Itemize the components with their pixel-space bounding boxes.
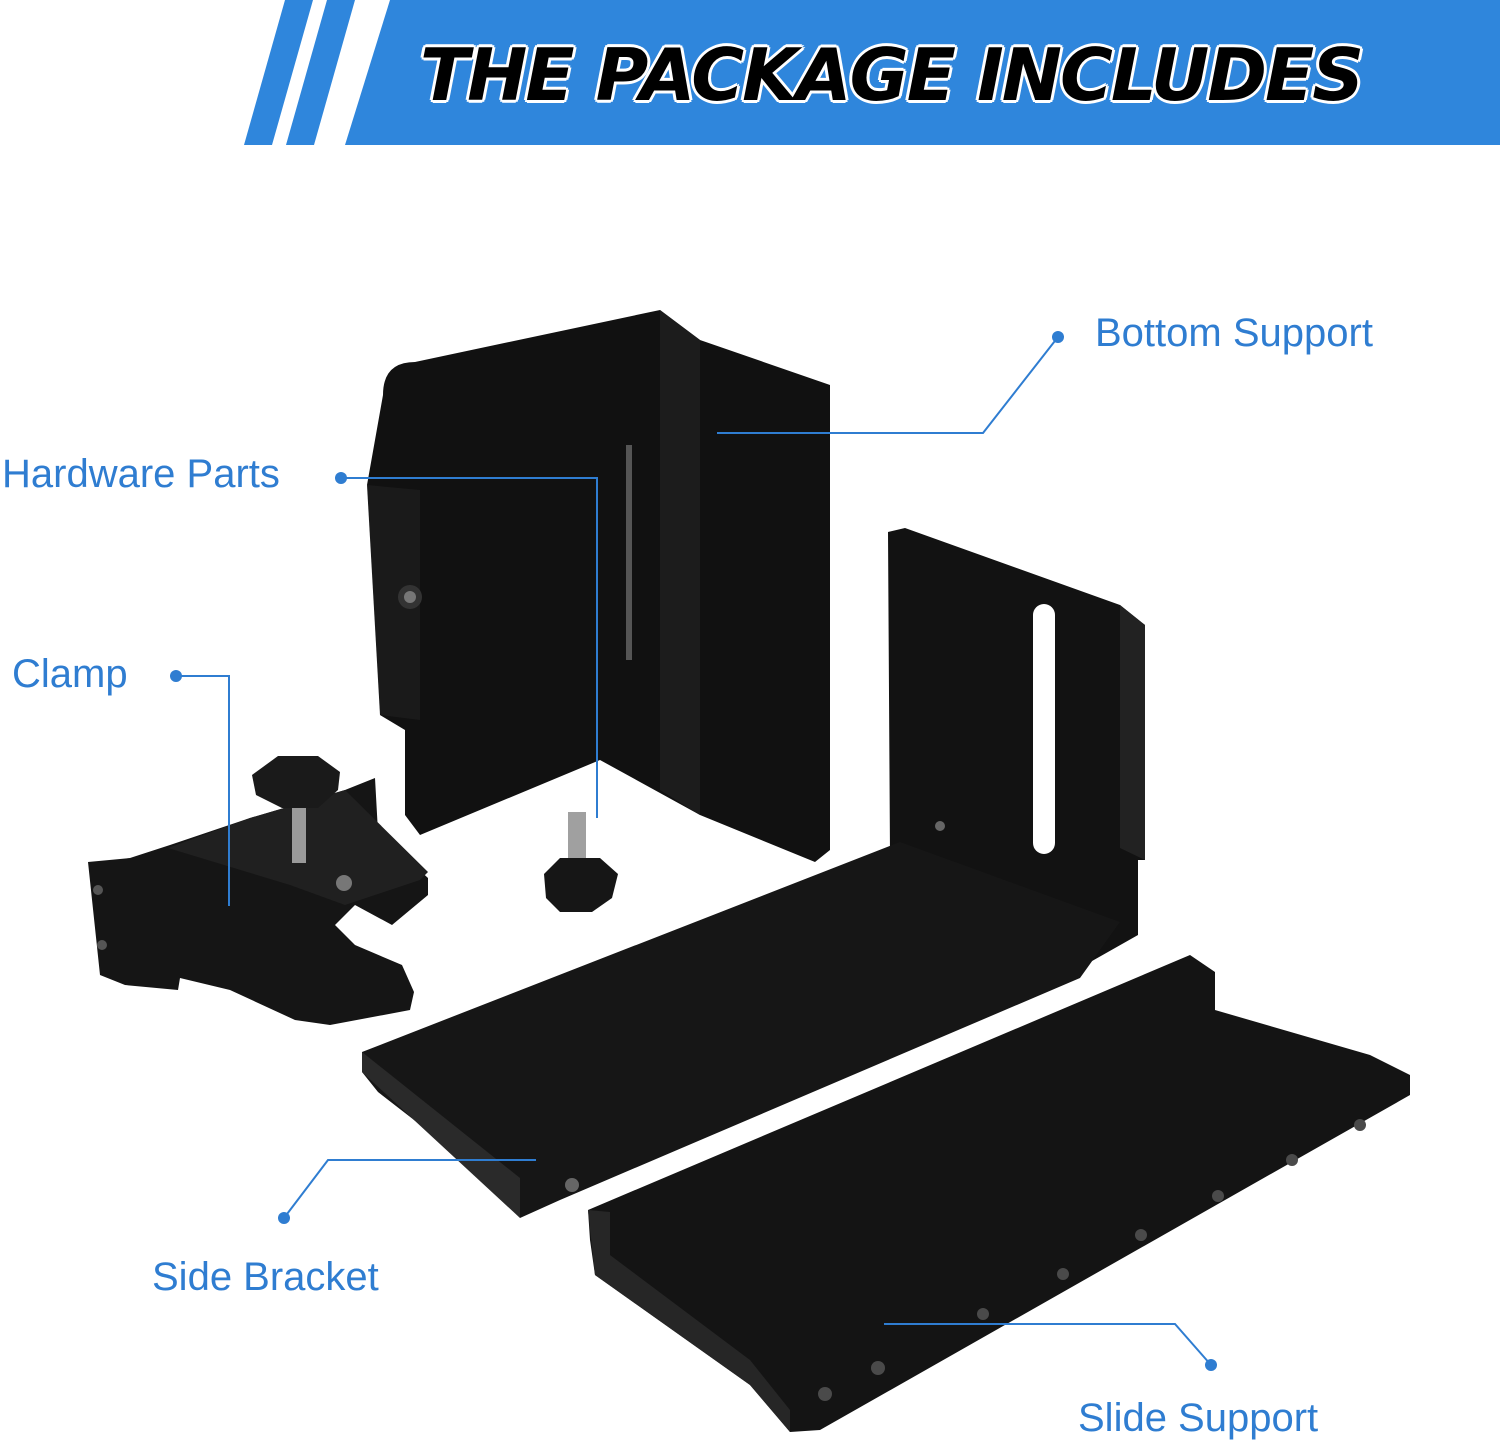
bottom-support-label: Bottom Support	[1095, 311, 1373, 355]
hardware-parts-dot	[335, 472, 347, 484]
slide-support-label: Slide Support	[1078, 1396, 1319, 1440]
callout-lines	[176, 336, 1212, 1366]
clamp-label: Clamp	[12, 652, 128, 696]
clamp-part	[88, 756, 428, 1025]
hardware-parts-leader	[341, 477, 598, 818]
side-bracket-upright-part	[888, 528, 1145, 965]
page-title: THE PACKAGE INCLUDES	[420, 33, 1364, 117]
slide-support-part	[588, 955, 1410, 1432]
clamp-dot	[170, 670, 182, 682]
callout-dots	[170, 331, 1217, 1371]
bottom-support-dot	[1052, 331, 1064, 343]
clamp-leader	[176, 675, 230, 906]
hardware-parts-label: Hardware Parts	[2, 452, 280, 496]
slide-support-leader	[884, 1323, 1212, 1366]
side-bracket-leader	[283, 1159, 536, 1219]
banner-main-band	[345, 0, 1500, 145]
header-banner	[244, 0, 1500, 145]
side-bracket-label: Side Bracket	[152, 1255, 379, 1299]
hardware-parts-item	[544, 812, 618, 912]
slide-support-dot	[1205, 1359, 1217, 1371]
side-bracket-tray-part	[362, 842, 1120, 1218]
banner-stripe-2	[286, 0, 355, 145]
bottom-support-leader	[717, 336, 1059, 434]
bottom-support-part	[367, 310, 830, 862]
banner-stripe-1	[244, 0, 313, 145]
side-bracket-dot	[278, 1212, 290, 1224]
